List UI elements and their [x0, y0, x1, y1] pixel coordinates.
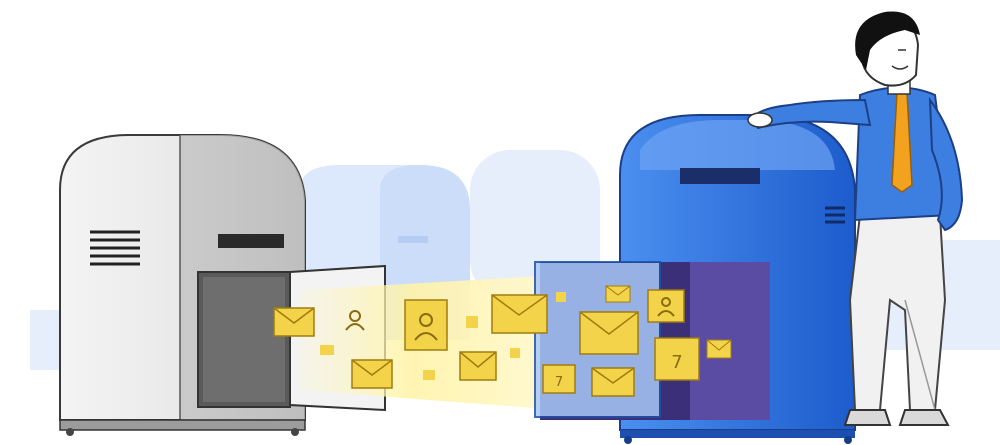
mailbox-gray-icon [59, 134, 386, 436]
envelope-icon [320, 345, 334, 355]
calendar-icon: 7 [542, 364, 576, 394]
envelope-icon [351, 359, 393, 389]
envelope-icon [510, 348, 520, 358]
envelope-icon [273, 307, 315, 337]
calendar-icon: 7 [654, 337, 700, 381]
contact-card-icon [404, 299, 448, 351]
envelope-icon [459, 351, 497, 381]
envelope-icon [706, 339, 732, 359]
contact-card-icon [647, 289, 685, 323]
person-icon [345, 310, 365, 331]
envelope-icon [423, 370, 435, 380]
vent-icon [90, 230, 140, 266]
person-icon [747, 11, 964, 426]
flying-items: 7 7 [273, 285, 732, 397]
envelope-icon [466, 316, 478, 328]
vent-icon [825, 206, 845, 224]
envelope-icon [605, 285, 631, 303]
envelope-icon [591, 367, 635, 397]
svg-text:7: 7 [671, 352, 682, 373]
svg-text:7: 7 [555, 375, 563, 390]
envelope-icon [491, 294, 548, 334]
envelope-icon [556, 292, 566, 302]
envelope-icon [579, 311, 639, 355]
